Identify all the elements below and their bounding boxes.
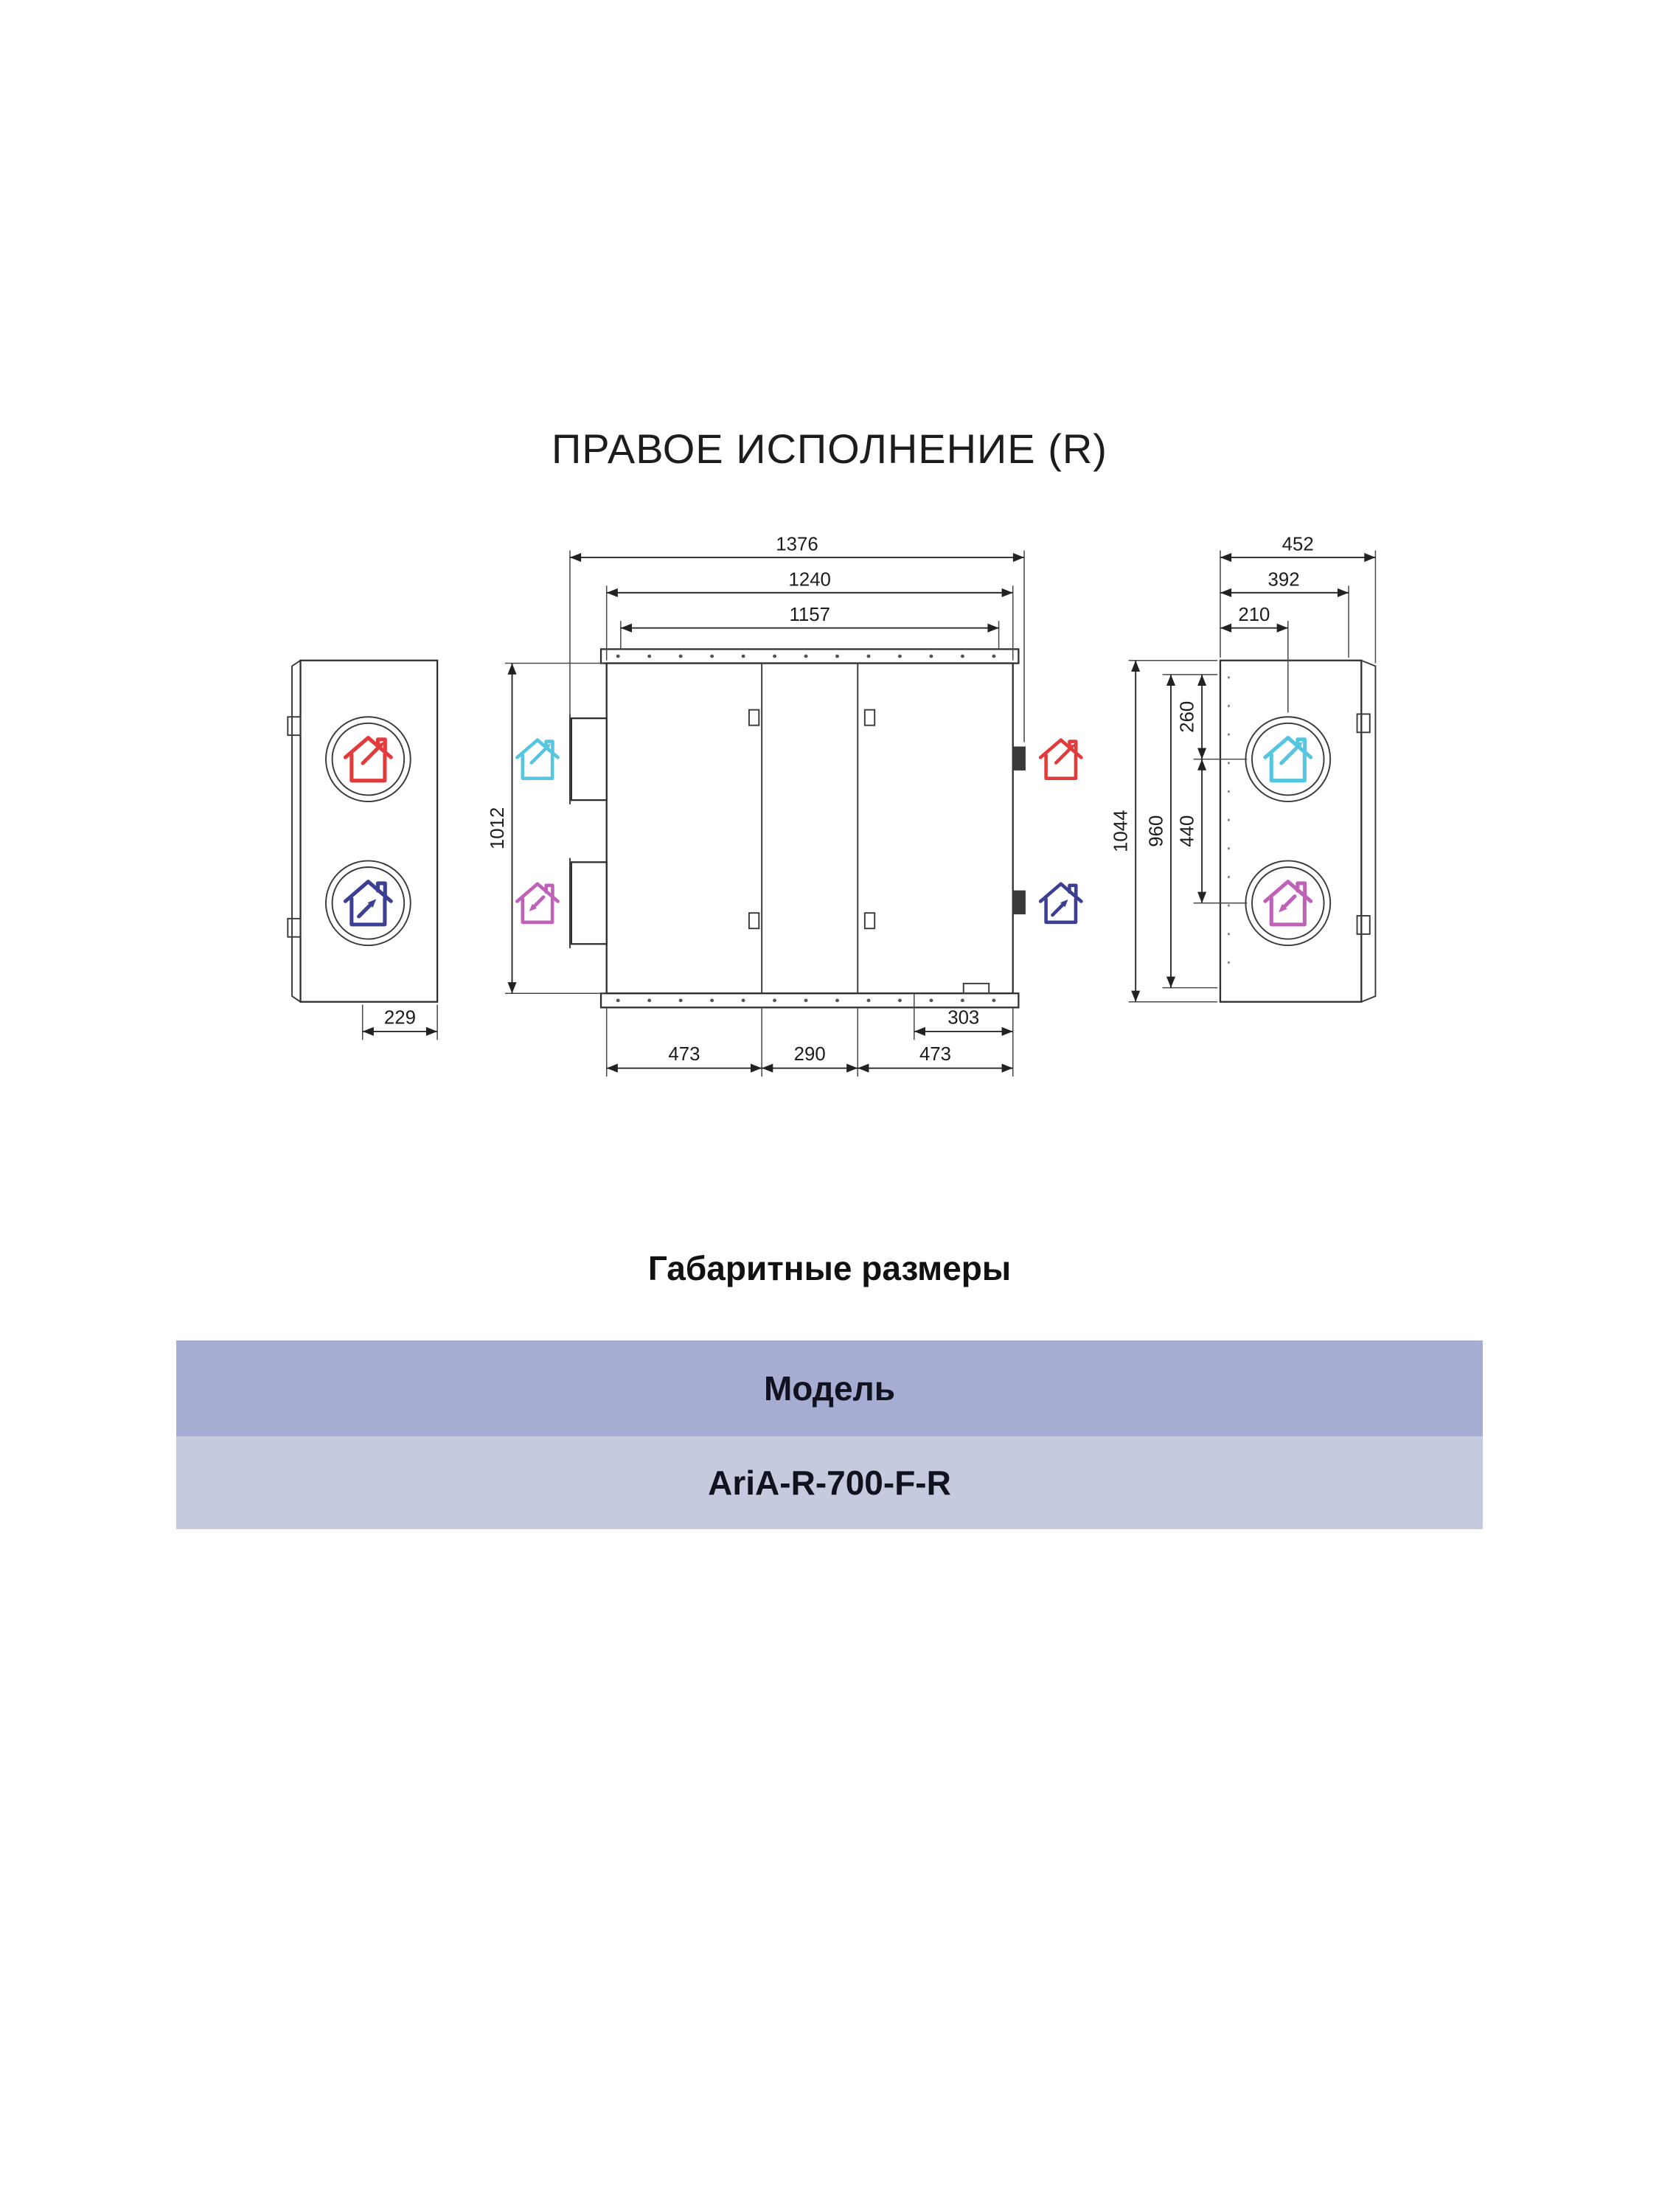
duct-port-inner [1251,722,1325,796]
dim-side-overall-depth: 452 [1220,534,1377,664]
dim-front-panel-right: 473 [858,1044,1013,1073]
duct-port [325,716,411,802]
front-body [605,662,1014,995]
dim-value: 260 [1178,701,1198,733]
dim-front-right-panel-offset: 303 [914,993,1014,1077]
front-view: 1376 1240 1157 1012 [487,534,1081,1077]
model-table-header: Модель [176,1340,1483,1436]
dim-value: 1240 [788,569,830,590]
latch [863,912,876,930]
hinge [1356,713,1371,734]
latch [748,912,760,930]
left-view-body [299,659,439,1003]
dim-side-overall-height: 1044 [1111,659,1218,1003]
dim-left-depth: 229 [361,1004,438,1040]
duct-port-inner [1251,866,1325,940]
dim-front-inner-width: 1157 [620,605,1000,650]
dim-front-panel-center: 290 [762,1007,859,1077]
latch [748,709,760,726]
dim-side-flange-depth: 392 [1220,569,1349,658]
dim-side-port-spacing: 440 [1178,759,1248,904]
dim-value: 1157 [789,605,830,625]
right-view-body [1219,659,1363,1003]
dim-side-body-height: 960 [1147,674,1218,989]
dim-front-body-height: 1012 [487,662,604,995]
hinge [287,917,302,938]
right-tab [1012,746,1026,771]
left-side-view: 229 [287,659,439,1040]
dimension-drawing: 229 [287,534,1377,1077]
latch [863,709,876,726]
duct-port-inner [331,866,406,940]
right-tab [1012,890,1026,915]
house-arrow-exhaust-icon [345,738,391,781]
dim-value: 473 [919,1044,951,1065]
house-arrow-outdoor-icon [517,740,557,779]
hinge [1356,915,1371,935]
right-view-flange [1360,659,1377,1003]
dim-value: 303 [947,1007,979,1028]
house-arrow-supply-icon [1040,884,1081,922]
dim-value: 210 [1238,605,1270,625]
duct-stub-top [570,717,608,801]
bottom-flange [599,992,1020,1009]
dim-value: 440 [1178,815,1198,847]
left-view-flange [291,659,302,1003]
top-flange [599,648,1020,664]
model-table-row: AriA-R-700-F-R [176,1436,1483,1529]
dim-value: 392 [1268,569,1300,590]
house-arrow-outdoor-icon [1265,738,1311,781]
terminal-block [962,982,990,995]
dim-value: 473 [668,1044,700,1065]
page-title: ПРАВОЕ ИСПОЛНЕНИЕ (R) [552,425,1107,472]
duct-port [325,860,411,947]
house-arrow-extract-icon [1265,882,1311,925]
section-heading: Габаритные размеры [647,1249,1012,1287]
house-arrow-extract-icon [517,884,557,922]
right-side-view: 452 392 210 1044 [1111,534,1377,1003]
house-arrow-supply-icon [345,882,391,925]
dim-value: 1012 [487,807,508,849]
dim-value: 229 [384,1007,416,1028]
dim-side-port-top-offset: 260 [1178,674,1248,760]
dim-front-panel-left: 473 [605,1007,762,1077]
dim-side-port-axis-offset: 210 [1220,605,1289,713]
duct-stub-bottom [570,861,608,945]
dim-value: 960 [1147,815,1167,847]
duct-port-inner [331,722,406,796]
dim-front-overall-width: 1376 [569,534,1025,742]
dim-value: 452 [1282,534,1314,554]
hinge [287,716,302,737]
dim-value: 1044 [1111,810,1132,852]
dim-value: 1376 [776,534,818,554]
model-table: Модель AriA-R-700-F-R [176,1340,1483,1529]
dim-front-body-width: 1240 [605,569,1014,661]
house-arrow-exhaust-icon [1040,740,1081,779]
dim-value: 290 [794,1044,826,1065]
